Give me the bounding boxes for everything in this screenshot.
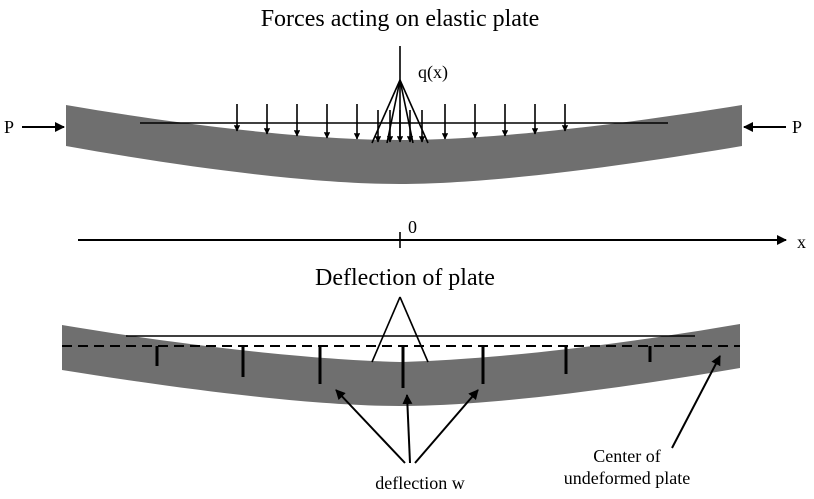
distributed-load-arrows (233, 104, 569, 140)
center-label-line1: Center of (593, 446, 660, 466)
left-force-label: P (4, 117, 14, 137)
origin-label: 0 (408, 217, 417, 237)
deflection-title-leaders (371, 296, 429, 363)
deflection-markers (155, 346, 652, 388)
deflection-label: deflection w (375, 473, 464, 493)
bottom-elastic-plate (62, 324, 740, 406)
central-load-arrows (374, 110, 426, 143)
deflection-arrows (335, 389, 479, 464)
load-label: q(x) (418, 62, 448, 83)
deflection-title: Deflection of plate (315, 265, 495, 291)
load-leader-lines (371, 79, 429, 144)
x-axis-label: x (797, 232, 806, 252)
forces-title: Forces acting on elastic plate (261, 6, 540, 32)
center-pointer-arrow (671, 355, 721, 449)
right-force-label: P (792, 117, 802, 137)
top-elastic-plate (66, 105, 742, 184)
center-label-line2: undeformed plate (564, 468, 690, 488)
